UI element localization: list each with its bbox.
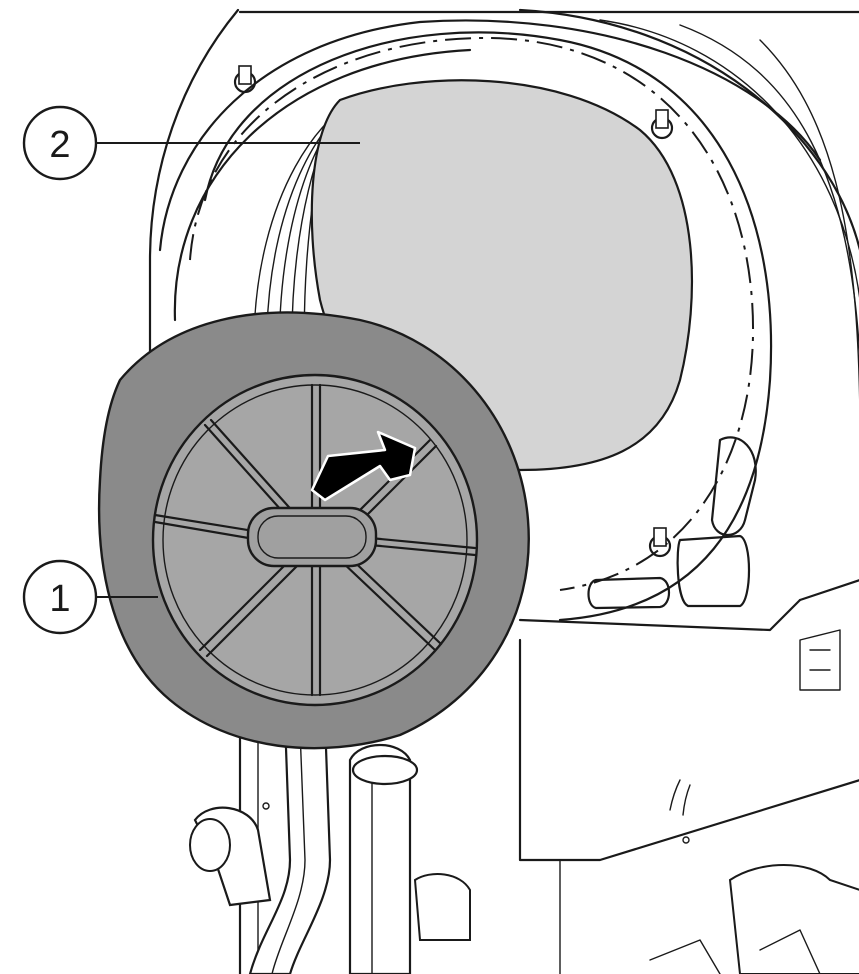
callout-1-label: 1 <box>49 578 70 620</box>
filter-spokes <box>153 383 477 697</box>
drum-front-ring <box>173 31 773 622</box>
dryer-housing <box>148 8 859 974</box>
hoses <box>189 629 859 974</box>
callout-2: 2 <box>22 105 360 181</box>
callout-1: 1 <box>22 559 158 635</box>
insert-direction-arrow <box>310 430 417 502</box>
callout-2-label: 2 <box>49 124 70 166</box>
filter-handle <box>246 506 378 568</box>
filter <box>97 311 530 750</box>
